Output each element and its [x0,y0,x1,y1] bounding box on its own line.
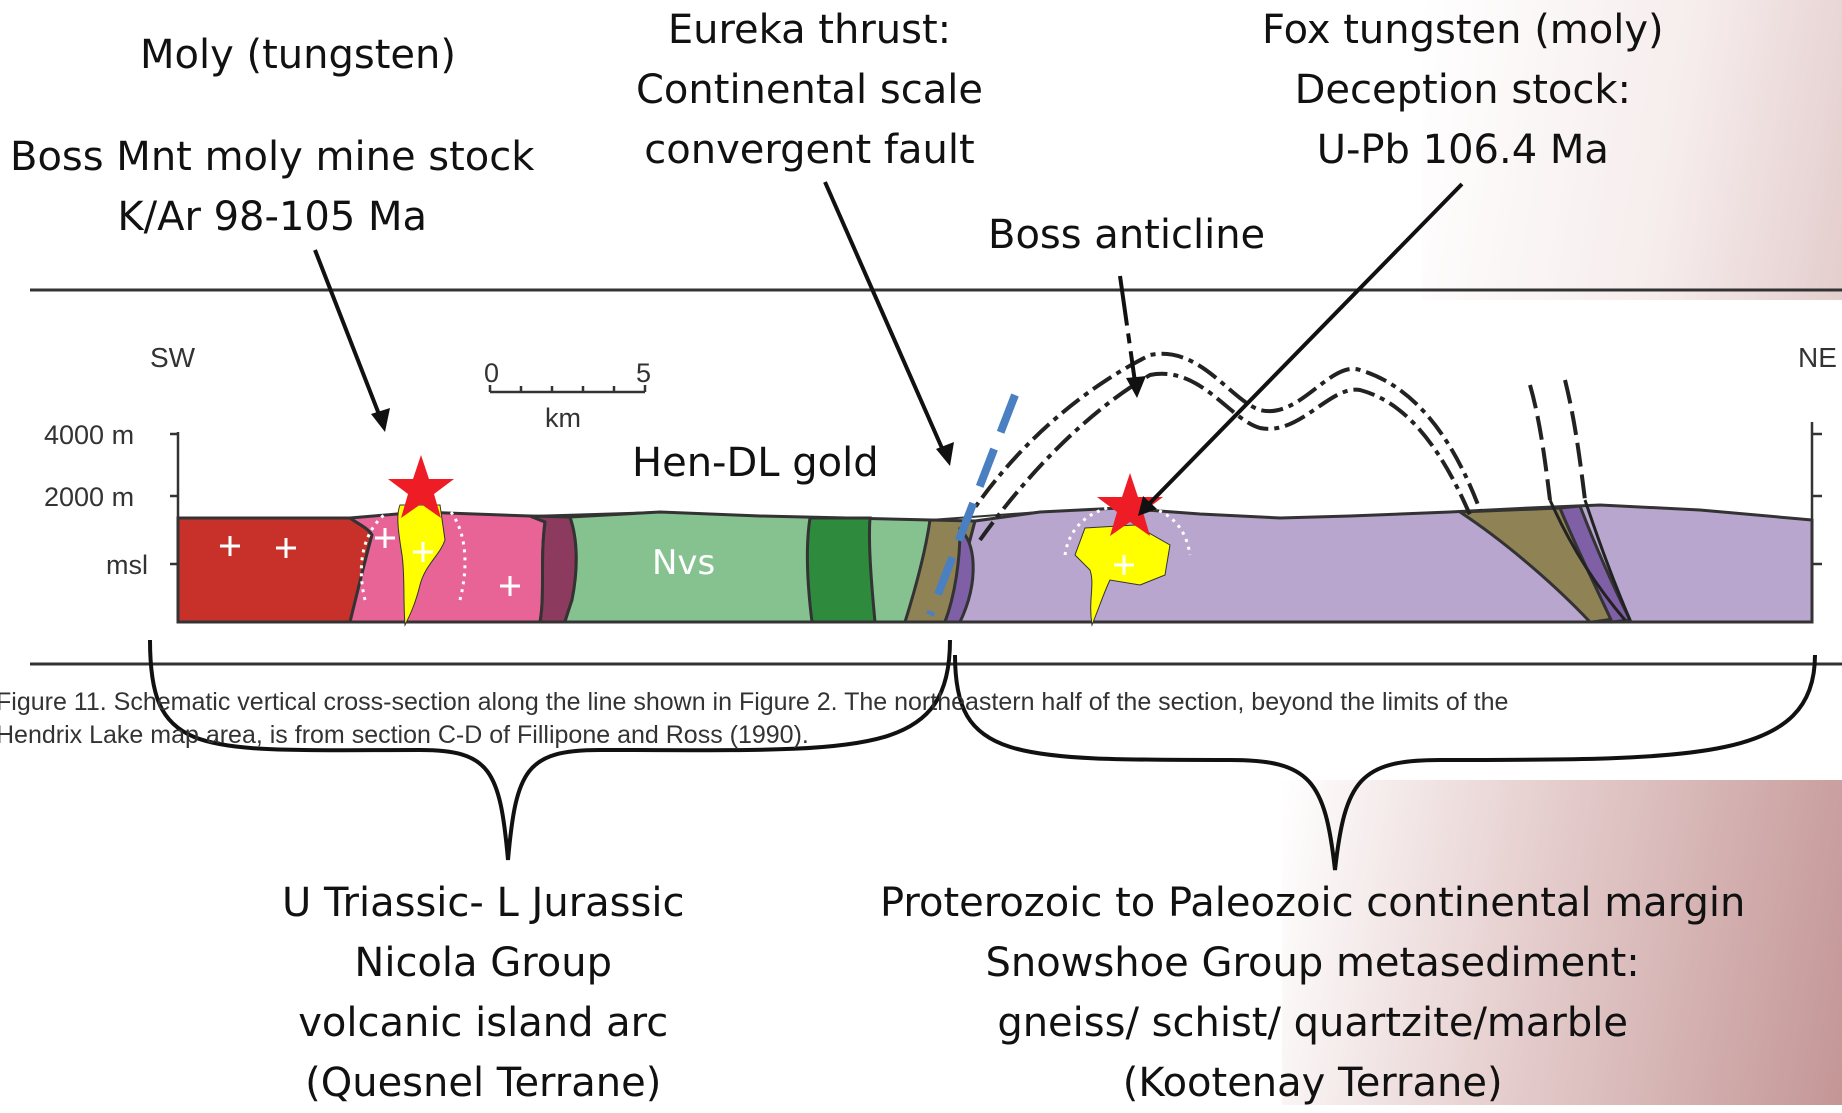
figure-caption: Figure 11. Schematic vertical cross-sect… [0,686,1838,752]
scale-unit-label: km [545,403,581,433]
pink-unit [350,512,545,622]
eureka-thrust-line2: Continental scale [636,60,983,120]
quesnel-line3: volcanic island arc [282,993,684,1053]
quesnel-terrane-label: U Triassic- L Jurassic Nicola Group volc… [282,873,684,1113]
eureka-thrust-line1: Eureka thrust: [636,0,983,60]
figure-caption-line2: Hendrix Lake map area, is from section C… [0,719,1838,752]
scale-five-label: 5 [636,358,651,388]
kootenay-line2: Snowshoe Group metasediment: [880,933,1745,993]
sw-label: SW [150,342,196,373]
moly-tungsten-heading: Moly (tungsten) [140,25,456,85]
boss-mnt-label-line1: Boss Mnt moly mine stock [10,127,534,187]
fox-tungsten-line3: U-Pb 106.4 Ma [1262,120,1664,180]
ne-label: NE [1798,342,1837,373]
fox-tungsten-line1: Fox tungsten (moly) [1262,0,1664,60]
scale-zero-label: 0 [484,358,499,388]
nvs-unit-label: Nvs [652,543,715,583]
quesnel-line4: (Quesnel Terrane) [282,1053,684,1113]
boss-mnt-label: Boss Mnt moly mine stock K/Ar 98-105 Ma [10,127,534,247]
light-green-unit [565,512,930,622]
dark-green-unit [807,518,875,622]
elevation-4000-label: 4000 m [44,420,134,450]
fox-tungsten-line2: Deception stock: [1262,60,1664,120]
anticline-trace-outer [960,354,1480,530]
quesnel-line1: U Triassic- L Jurassic [282,873,684,933]
elevation-2000-label: 2000 m [44,482,134,512]
kootenay-terrane-label: Proterozoic to Paleozoic continental mar… [880,873,1745,1113]
kootenay-line1: Proterozoic to Paleozoic continental mar… [880,873,1745,933]
eureka-thrust-line3: convergent fault [636,120,983,180]
boss-mnt-label-line2: K/Ar 98-105 Ma [10,187,534,247]
east-fold-trace-2 [1565,380,1585,500]
eureka-thrust-label: Eureka thrust: Continental scale converg… [636,0,983,180]
red-unit [178,518,372,622]
fox-tungsten-label: Fox tungsten (moly) Deception stock: U-P… [1262,0,1664,180]
kootenay-line4: (Kootenay Terrane) [880,1053,1745,1113]
boss-anticline-label: Boss anticline [988,205,1265,265]
east-fold-trace-1 [1530,385,1550,500]
lavender-unit [945,505,1812,622]
left-elevation-axis [170,432,178,568]
kootenay-line3: gneiss/ schist/ quartzite/marble [880,993,1745,1053]
scale-bar [490,385,645,392]
quesnel-line2: Nicola Group [282,933,684,993]
figure-caption-line1: Figure 11. Schematic vertical cross-sect… [0,686,1838,719]
elevation-msl-label: msl [106,550,148,580]
hen-dl-gold-label: Hen-DL gold [632,433,879,493]
